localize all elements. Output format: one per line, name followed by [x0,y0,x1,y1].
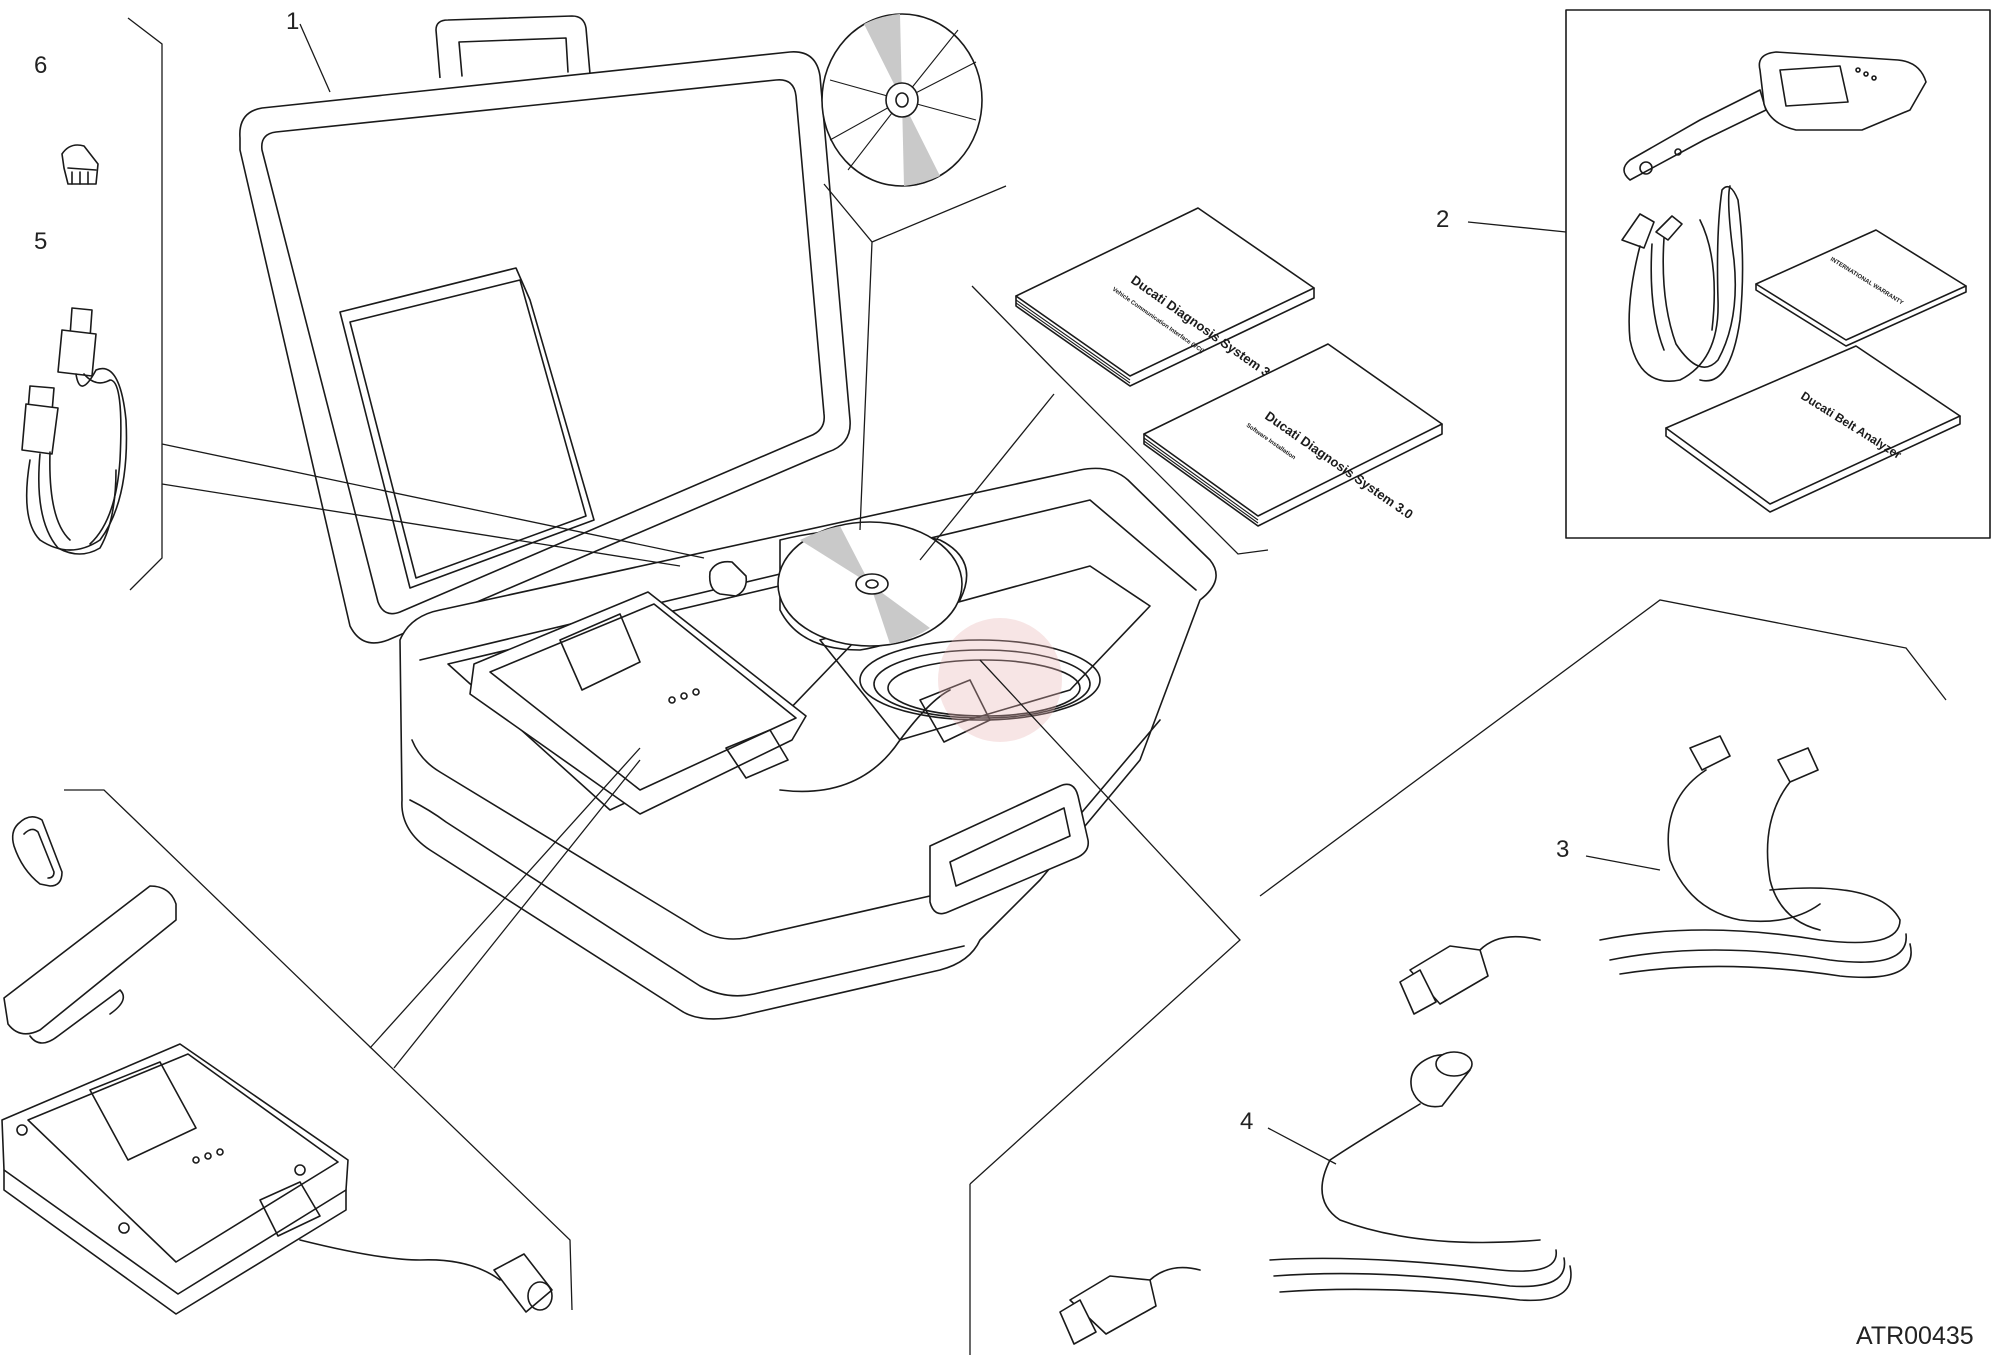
case-front-handle [929,783,1090,915]
leader-adapter-b [161,483,681,567]
case-vci [469,591,807,815]
case-coiled-cable [779,618,1101,793]
watermark-logo [938,618,1062,742]
bracket-cable-4 [969,659,1241,1185]
callout-1: 1 [286,8,300,35]
belt-analyzer-box [1565,9,1991,539]
bracket-vci [64,789,573,1311]
leader-3 [1585,855,1661,871]
leader-1 [299,23,331,93]
bracket-left [127,17,163,591]
leader-4 [1267,1127,1337,1165]
cable-4 [1059,1051,1572,1345]
usb-cable-5 [21,307,128,555]
carrying-case [239,15,1217,1020]
manual-vci: Ducati Diagnosis System 3.0 Vehicle Comm… [1015,207,1315,387]
belt-analyzer-manual: Ducati Belt Analyzer [1665,345,1961,513]
case-adapter [708,560,748,597]
callout-2: 2 [1436,206,1450,233]
callout-5: 5 [34,228,48,255]
adapter-6 [61,144,99,185]
callout-3: 3 [1556,836,1570,863]
leader-vci-a [369,747,641,1049]
strap [3,885,177,1044]
callout-6: 6 [34,52,48,79]
bracket-cable-3 [1259,599,1947,897]
leader-adapter [161,443,705,559]
leader-cd-b [871,185,1007,243]
belt-analyzer-device [1623,51,1927,181]
cable-3 [1399,735,1912,1015]
case-lid-handle [435,15,591,79]
leader-2 [1467,221,1567,233]
cd-disc [821,13,983,187]
belt-analyzer-usb-cable [1621,185,1744,382]
drawing-code: ATR00435 [1856,1322,1974,1350]
warranty-booklet: INTERNATIONAL WARRANTY [1755,229,1967,347]
vci-unit [1,1043,553,1315]
leader-manual [919,393,1055,561]
case-cd [777,521,963,647]
manual-software: Ducati Diagnosis System 3.0 Software Ins… [1143,343,1443,527]
leader-vci-b [393,759,641,1069]
case-lid [239,51,851,644]
carabiner [11,816,63,887]
callout-4: 4 [1240,1108,1254,1135]
